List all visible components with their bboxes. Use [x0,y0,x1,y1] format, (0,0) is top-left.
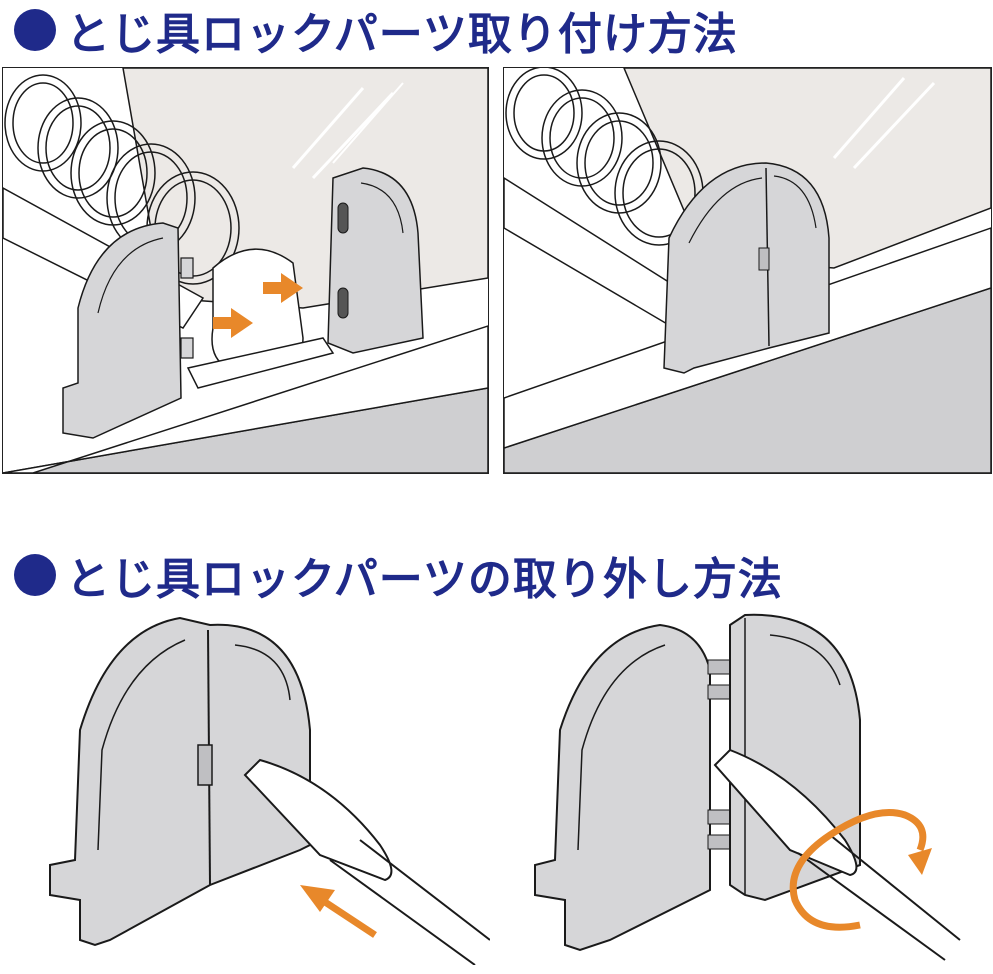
attach-step-1-panel [2,67,489,474]
joined-lock-part [49,616,311,947]
rotation-arrow-icon [789,809,932,931]
lock-slot-upper [337,202,349,234]
attach-step-2-illustration [504,68,991,473]
lock-slot-lower [337,287,349,319]
remove-step-2-illustration [534,613,961,961]
lock-notch [758,247,770,271]
orange-arrow-icon [300,885,377,938]
attach-step-1-illustration [3,68,488,473]
remove-heading: とじ具ロックパーツの取り外し方法 [14,545,783,605]
left-lock-part [534,623,711,952]
remove-step-1-illustration [49,616,490,965]
remove-heading-text: とじ具ロックパーツの取り外し方法 [66,554,783,605]
bullet-dot-icon [14,554,56,596]
screwdriver-icon [243,758,490,965]
attach-heading-text: とじ具ロックパーツ取り付け方法 [66,9,738,60]
binder-rings [4,74,240,285]
attach-heading: とじ具ロックパーツ取り付け方法 [14,0,738,60]
lock-notch [197,744,213,786]
bullet-dot-icon [14,9,56,51]
attach-step-2-panel [503,67,992,474]
binder-rings [505,68,704,246]
orange-arrow-icon [213,308,253,338]
left-lock-part [62,222,182,439]
orange-arrow-icon [263,273,303,303]
right-lock-part [327,167,424,354]
